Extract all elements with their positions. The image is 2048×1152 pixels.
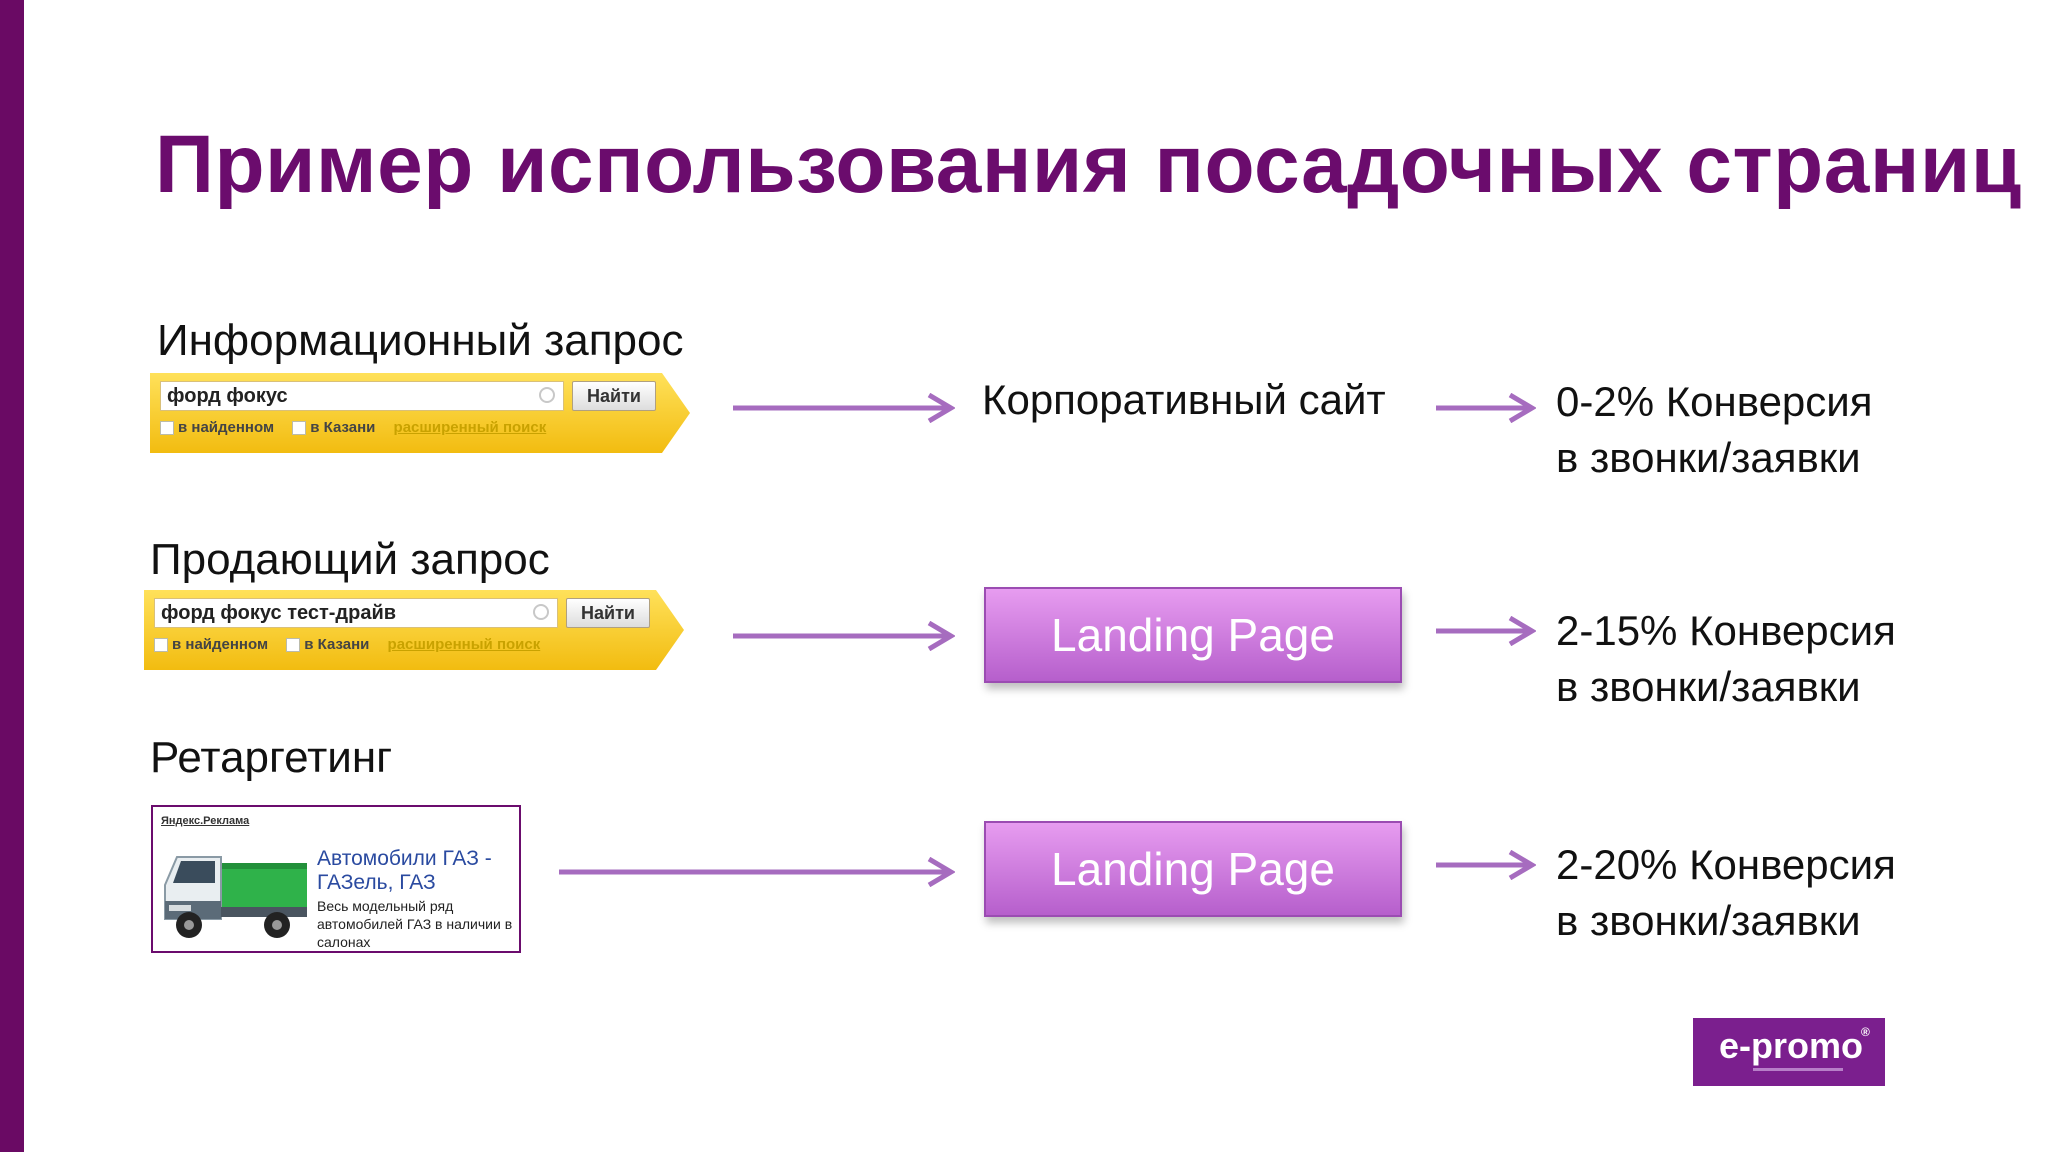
search-widget-selling: форд фокус тест-драйв Найти в найденном … bbox=[144, 590, 684, 670]
landing-page-box: Landing Page bbox=[984, 821, 1402, 917]
search-widget-informational: форд фокус Найти в найденном в Казани ра… bbox=[150, 373, 690, 453]
truck-icon bbox=[164, 856, 307, 938]
row-label-selling: Продающий запрос bbox=[150, 535, 550, 584]
search-input[interactable]: форд фокус bbox=[160, 381, 564, 411]
conversion-rate: 2-15% Конверсия bbox=[1556, 607, 1896, 654]
conversion-result-1: 0-2% Конверсия в звонки/заявки bbox=[1556, 374, 1873, 486]
search-query: форд фокус bbox=[167, 385, 288, 407]
conversion-result-3: 2-20% Конверсия в звонки/заявки bbox=[1556, 837, 1896, 949]
ad-text: Весь модельный ряд автомобилей ГАЗ в нал… bbox=[317, 898, 513, 950]
retargeting-ad[interactable]: Яндекс.Реклама Автомобили ГАЗ - ГАЗель, … bbox=[151, 805, 521, 953]
page-title: Пример использования посадочных страниц bbox=[155, 119, 2022, 210]
clear-icon[interactable] bbox=[533, 604, 549, 620]
conversion-target: в звонки/заявки bbox=[1556, 897, 1861, 944]
conversion-result-2: 2-15% Конверсия в звонки/заявки bbox=[1556, 603, 1896, 715]
row-label-retargeting: Ретаргетинг bbox=[150, 733, 393, 782]
checkbox-icon[interactable] bbox=[286, 638, 301, 653]
conversion-rate: 0-2% Конверсия bbox=[1556, 378, 1873, 425]
advanced-search-link[interactable]: расширенный поиск bbox=[393, 419, 547, 436]
conversion-target: в звонки/заявки bbox=[1556, 434, 1861, 481]
option-in-results: в найденном bbox=[172, 636, 269, 653]
search-options: в найденном в Казани расширенный поиск bbox=[154, 636, 554, 653]
search-button[interactable]: Найти bbox=[566, 598, 650, 628]
checkbox-icon[interactable] bbox=[160, 421, 174, 436]
sidebar-stripe bbox=[0, 0, 24, 1152]
row-label-informational: Информационный запрос bbox=[157, 316, 684, 365]
option-in-results: в найденном bbox=[178, 419, 275, 436]
search-query: форд фокус тест-драйв bbox=[161, 602, 397, 624]
corporate-site-label: Корпоративный сайт bbox=[982, 376, 1386, 423]
option-in-city: в Казани bbox=[310, 419, 376, 436]
checkbox-icon[interactable] bbox=[292, 421, 307, 436]
arrow-right-icon bbox=[1436, 616, 1536, 646]
logo-text: e-promo bbox=[1719, 1025, 1863, 1066]
e-promo-logo: e-promo ® bbox=[1693, 1018, 1885, 1086]
ad-header: Яндекс.Реклама bbox=[161, 815, 250, 827]
logo-registered-mark: ® bbox=[1861, 1025, 1870, 1039]
clear-icon[interactable] bbox=[539, 387, 555, 403]
landing-page-box: Landing Page bbox=[984, 587, 1402, 683]
logo-tagline-line bbox=[1753, 1068, 1843, 1071]
conversion-target: в звонки/заявки bbox=[1556, 663, 1861, 710]
arrow-right-icon bbox=[1436, 393, 1536, 423]
search-button[interactable]: Найти bbox=[572, 381, 656, 411]
arrow-right-icon bbox=[733, 621, 955, 651]
arrow-right-icon bbox=[1436, 850, 1536, 880]
arrow-right-icon bbox=[559, 857, 955, 887]
conversion-rate: 2-20% Конверсия bbox=[1556, 841, 1896, 888]
search-options: в найденном в Казани расширенный поиск bbox=[160, 419, 560, 436]
search-input[interactable]: форд фокус тест-драйв bbox=[154, 598, 558, 628]
advanced-search-link[interactable]: расширенный поиск bbox=[387, 636, 541, 653]
checkbox-icon[interactable] bbox=[154, 638, 168, 653]
ad-title[interactable]: Автомобили ГАЗ - ГАЗель, ГАЗ bbox=[317, 847, 492, 894]
arrow-right-icon bbox=[733, 393, 955, 423]
option-in-city: в Казани bbox=[304, 636, 370, 653]
